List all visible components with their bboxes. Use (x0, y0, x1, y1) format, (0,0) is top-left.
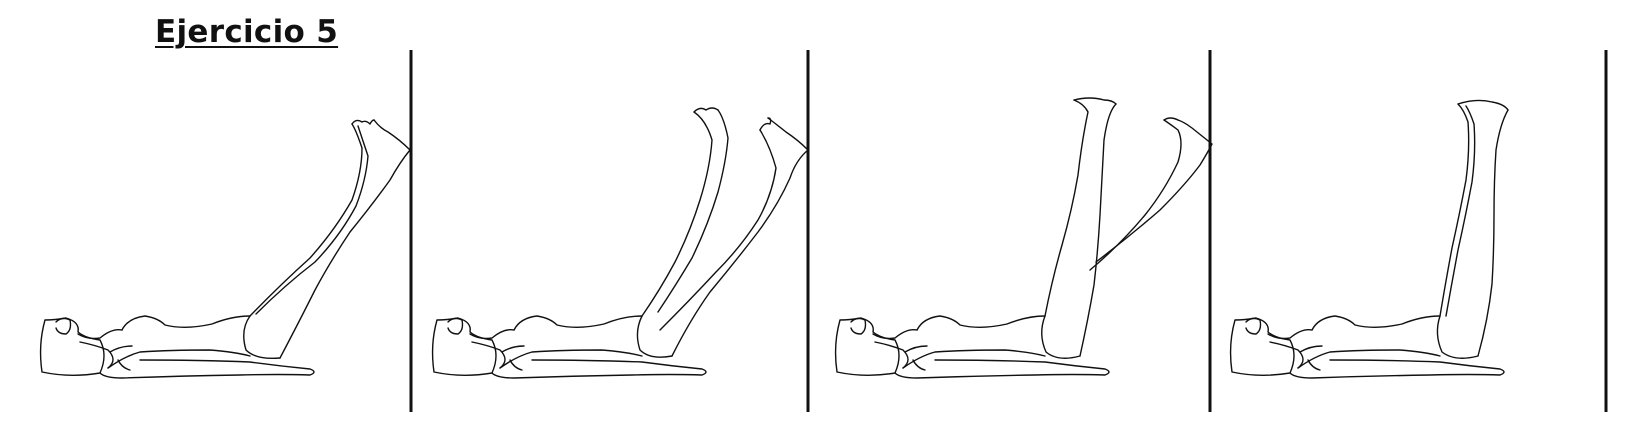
figure-step-4 (1229, 99, 1509, 379)
figure-step-2 (431, 107, 809, 379)
exercise-title: Ejercicio 5 (155, 14, 339, 50)
figure-step-3 (834, 97, 1213, 379)
figure-step-1 (39, 119, 411, 379)
